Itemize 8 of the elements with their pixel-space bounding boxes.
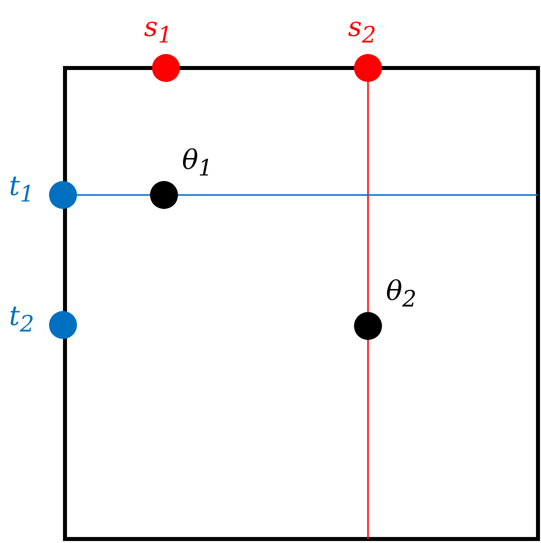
point-label: t$_{1}$ [9, 173, 34, 206]
point-label: s$_{1}$ [144, 14, 172, 47]
point-label: θ$_{2}$ [386, 278, 417, 311]
point-label: t$_{2}$ [9, 303, 34, 336]
point-label: θ$_{1}$ [182, 147, 213, 180]
line [77, 194, 538, 196]
point-label: s$_{2}$ [348, 14, 376, 47]
line [367, 82, 369, 539]
